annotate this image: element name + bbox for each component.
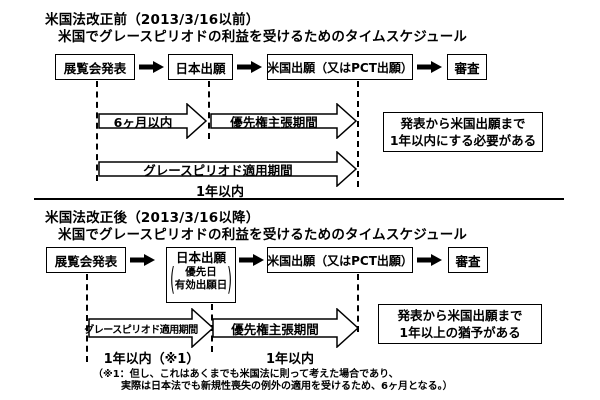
before-note-box: 発表から米国出願まで 1年以内にする必要がある <box>383 112 543 152</box>
dashed-connector <box>357 274 359 332</box>
after-box-japan-title: 日本出願 <box>175 250 226 265</box>
effective-filing-date-label: 有効出願日 <box>174 279 228 291</box>
after-box-japan: 日本出願 ( 優先日 有効出願日 ) <box>166 247 236 303</box>
dashed-connector <box>96 81 98 181</box>
grace-period-label-after: グレースピリオド適用期間 <box>84 324 198 336</box>
grace-period-arrow-after: グレースピリオド適用期間 <box>84 308 215 348</box>
before-note-line2: 1年以内にする必要がある <box>389 133 537 148</box>
flow-arrow-icon <box>417 61 442 73</box>
open-paren: ( <box>170 260 175 298</box>
before-subtitle: 米国でグレースピリオドの利益を受けるためのタイムスケジュール <box>58 29 468 45</box>
after-note-box: 発表から米国出願まで 1年以上の猶予がある <box>378 304 542 344</box>
close-paren: ) <box>227 260 232 298</box>
six-months-label: 6ヶ月以内 <box>113 114 173 130</box>
after-note-line2: 1年以上の猶予がある <box>399 325 521 340</box>
after-box-us: 米国出願（又はPCT出願） <box>267 247 413 273</box>
priority-duration-label: 1年以内 <box>265 352 315 367</box>
section-divider <box>34 198 564 200</box>
flow-arrow-icon <box>237 61 262 73</box>
priority-date-label: 優先日 <box>185 266 217 278</box>
after-box-exhibition: 展覧会発表 <box>46 247 126 273</box>
before-note-line1: 発表から米国出願まで <box>400 116 526 131</box>
before-box-japan: 日本出願 <box>168 54 233 80</box>
after-title: 米国法改正後（2013/3/16以降） <box>45 210 260 226</box>
grace-duration-label: 1年以内（※1） <box>103 352 200 367</box>
dashed-connector <box>86 274 88 362</box>
dashed-connector <box>357 81 359 187</box>
priority-period-arrow: 優先権主張期間 <box>210 103 358 139</box>
grace-period-arrow: グレースピリオド適用期間 <box>98 151 358 187</box>
after-subtitle: 米国でグレースピリオドの利益を受けるためのタイムスケジュール <box>58 227 468 243</box>
one-year-total-label: 1年以内 <box>195 185 245 200</box>
footnote-line1: （※1：但し、これはあくまでも米国法に則って考えた場合であり、 <box>93 369 399 380</box>
grace-period-label: グレースピリオド適用期間 <box>143 162 293 178</box>
dashed-connector <box>208 81 210 139</box>
flow-arrow-icon <box>417 254 442 266</box>
before-box-us: 米国出願（又はPCT出願） <box>267 54 413 80</box>
priority-period-label-after: 優先権主張期間 <box>231 321 319 337</box>
japan-filing-dates: ( 優先日 有効出願日 ) <box>170 260 232 298</box>
before-box-exhibition: 展覧会発表 <box>55 54 135 80</box>
priority-period-label: 優先権主張期間 <box>230 114 318 130</box>
flow-arrow-icon <box>139 61 164 73</box>
priority-period-arrow-after: 優先権主張期間 <box>212 308 360 348</box>
before-title: 米国法改正前（2013/3/16以前） <box>45 12 260 28</box>
flow-arrow-icon <box>239 254 264 266</box>
after-box-examination: 審査 <box>448 247 488 273</box>
footnote-line2: 実際は日本法でも新規性喪失の例外の適用を受けるため、6ヶ月となる。） <box>121 381 453 392</box>
before-box-examination: 審査 <box>447 54 487 80</box>
six-months-period-arrow: 6ヶ月以内 <box>98 103 208 139</box>
flow-arrow-icon <box>130 254 155 266</box>
after-note-line1: 発表から米国出願まで <box>397 308 523 323</box>
